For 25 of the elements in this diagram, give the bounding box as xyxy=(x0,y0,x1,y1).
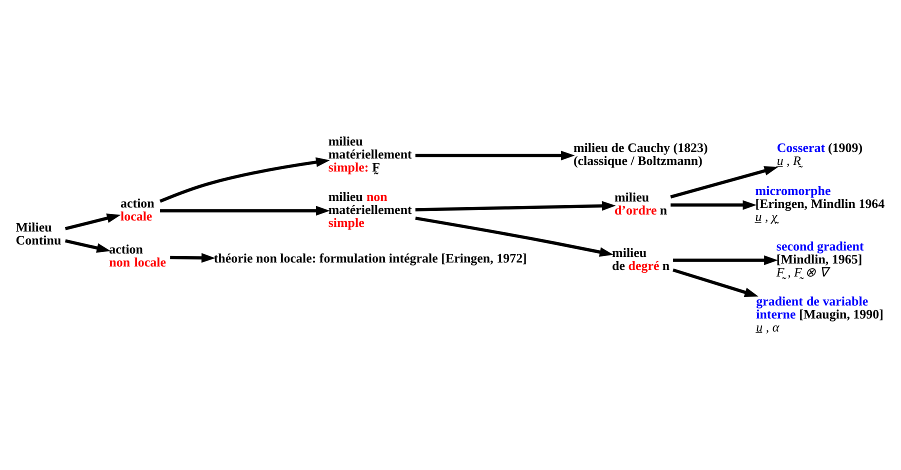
node-text: milieu de Cauchy (1823) (classique / Boltzmann) xyxy=(573,140,708,168)
arrow xyxy=(672,268,758,297)
node-text: théorie non locale: formulation intégrale [Eringen, 1972] xyxy=(214,250,527,266)
arrow xyxy=(64,213,121,230)
arrow xyxy=(170,252,216,262)
arrow xyxy=(670,200,757,210)
arrow xyxy=(64,238,111,252)
arrow xyxy=(415,150,575,160)
node-text: milieu non matériellement simple xyxy=(328,188,412,230)
arrow xyxy=(415,216,614,256)
node-text: Cosserat (1909) u̲ , R̰ xyxy=(776,140,863,168)
arrow xyxy=(159,156,330,202)
node-text: milieu d’ordre n xyxy=(614,189,668,218)
arrow xyxy=(415,200,616,211)
node-text: Milieu Continu xyxy=(16,219,62,248)
arrow xyxy=(160,205,330,216)
node-text: action non locale xyxy=(109,241,166,270)
node-text: second gradient [Mindlin, 1965] F̰ , F̰ ⊗ ∇ xyxy=(776,238,864,279)
node-text: micromorphe [Eringen, Mindlin 1964 u̲ , χ̰ xyxy=(755,182,885,224)
arrow xyxy=(670,166,778,198)
node-text: action locale xyxy=(120,194,154,223)
node-text: gradient de variable interne [Maugin, 1990] u̲ , α xyxy=(756,293,884,334)
node-text: milieu matériellement simple: F̰ xyxy=(328,133,412,174)
node-text: milieu de degré n xyxy=(612,244,670,272)
arrow xyxy=(673,254,778,265)
